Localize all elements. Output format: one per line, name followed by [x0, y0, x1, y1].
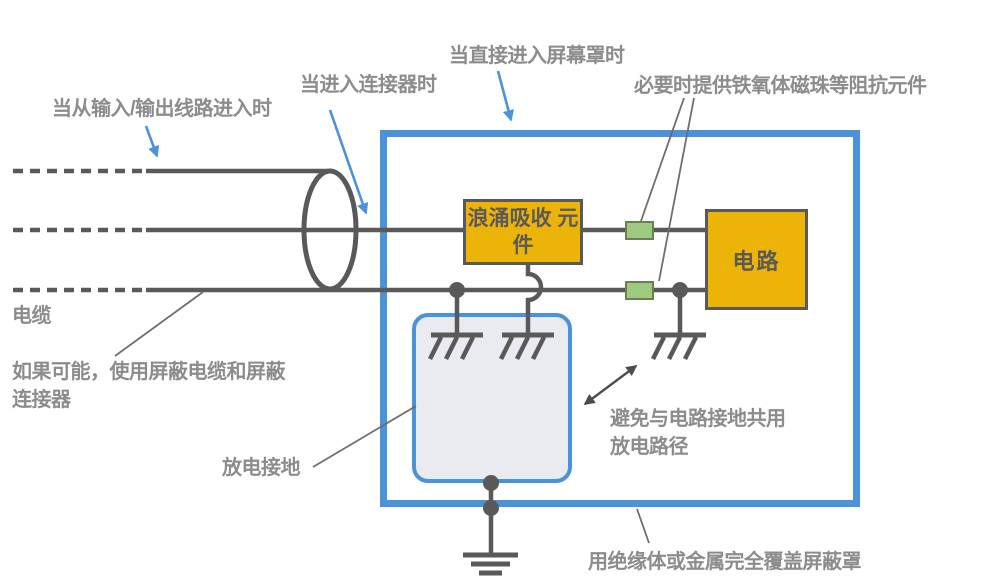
chassis-ground-icon	[427, 332, 483, 361]
label-ferrite-note: 必要时提供铁氧体磁珠等阻抗元件	[634, 75, 927, 97]
arrow-avoid-shared-path	[583, 365, 638, 405]
label-shield-entry: 当直接进入屏幕罩时	[449, 45, 625, 67]
chassis-ground-icon	[650, 332, 706, 361]
shield-enclosure-box	[380, 130, 860, 507]
label-io-entry: 当从输入/输出线路进入时	[52, 98, 272, 120]
callout-shielded-cable	[114, 291, 204, 357]
circuit-box: 电路	[705, 209, 808, 310]
connector-ring	[301, 168, 359, 292]
ferrite-bead-icon	[625, 221, 654, 240]
label-cover-note: 用绝缘体或金属完全覆盖屏蔽罩	[588, 551, 862, 573]
arrow-connector-entry	[328, 109, 369, 215]
label-connector-entry: 当进入连接器时	[300, 74, 437, 96]
callout-discharge-ground	[312, 405, 417, 468]
circuit-label: 电路	[732, 248, 781, 274]
label-shielded-cable: 如果可能，使用屏蔽电缆和屏蔽 连接器	[12, 361, 286, 411]
label-discharge-ground: 放电接地	[222, 457, 301, 479]
arrow-shield-entry	[496, 70, 515, 122]
label-avoid-shared-path: 避免与电路接地共用 放电路径	[610, 408, 786, 458]
ferrite-bead-icon	[625, 281, 654, 300]
callout-ferrite-bead-2	[658, 97, 695, 282]
junction-dot-left	[449, 282, 465, 298]
junction-dot-plate	[483, 475, 499, 491]
surge-absorber-label: 浪涌吸收 元件	[467, 207, 579, 257]
chassis-ground-icon	[498, 332, 554, 361]
callout-ferrite-bead-1	[640, 97, 685, 222]
earth-ground-icon	[463, 552, 518, 576]
surge-absorber-box: 浪涌吸收 元件	[463, 199, 583, 265]
surge-ground-lead-hop	[525, 264, 544, 336]
arrow-io-entry	[144, 125, 160, 158]
label-cable: 电缆	[12, 305, 52, 327]
junction-dot-shield	[483, 500, 499, 516]
junction-dot-circuit	[672, 282, 688, 298]
callout-cover-note	[636, 508, 650, 544]
